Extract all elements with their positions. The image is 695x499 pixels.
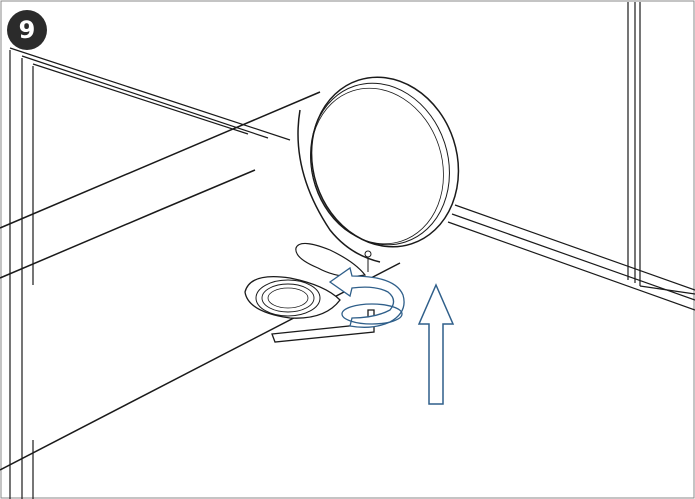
step-number: 9	[18, 16, 36, 44]
up-arrow-icon	[417, 283, 455, 405]
mounting-plate	[244, 275, 341, 319]
bracket-outline-upper	[295, 242, 367, 278]
end-cap	[310, 76, 460, 248]
screw-hole	[364, 250, 372, 272]
rotate-arrow-icon	[328, 266, 405, 328]
background-frame	[9, 2, 695, 499]
step-badge: 9	[7, 10, 47, 50]
